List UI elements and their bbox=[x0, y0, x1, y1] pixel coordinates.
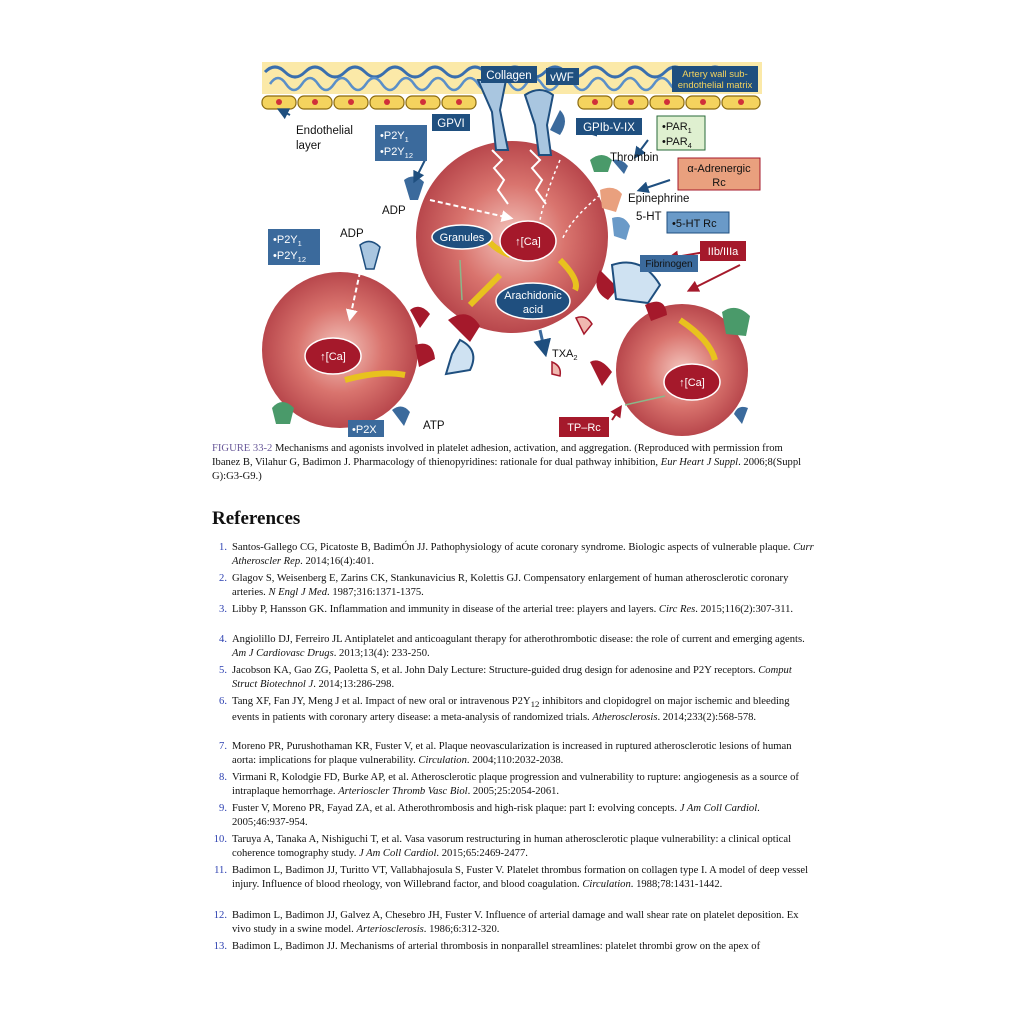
svg-text:Rc: Rc bbox=[712, 177, 726, 189]
receptors bbox=[272, 79, 750, 426]
reference-number[interactable]: 13. bbox=[213, 940, 227, 952]
reference-number[interactable]: 11. bbox=[214, 864, 227, 876]
reference-item: 11.Badimon L, Badimon JJ, Turitto VT, Va… bbox=[212, 864, 816, 910]
reference-item: 8.Virmani R, Kolodgie FD, Burke AP, et a… bbox=[212, 771, 816, 802]
reference-list: 1.Santos-Gallego CG, Picatoste B, BadimÓ… bbox=[212, 541, 816, 971]
svg-text:α-Adrenergic: α-Adrenergic bbox=[687, 163, 751, 175]
reference-number[interactable]: 7. bbox=[219, 741, 227, 753]
svg-text:↑[Ca]: ↑[Ca] bbox=[679, 377, 705, 389]
reference-item: 5.Jacobson KA, Gao ZG, Paoletta S, et al… bbox=[212, 664, 816, 695]
adp-label-top: ADP bbox=[382, 205, 406, 217]
ca-main-label: ↑[Ca] bbox=[499, 220, 557, 262]
txa2-label: TXA2 bbox=[552, 348, 578, 362]
caption-tail: . 2006;8(Suppl G):G3-G9.) bbox=[212, 457, 802, 482]
reference-number[interactable]: 6. bbox=[219, 695, 227, 707]
gpib-label: GPIb-V-IX bbox=[576, 118, 642, 135]
reference-item: 4.Angiolillo DJ, Ferreiro JL Antiplatele… bbox=[212, 633, 816, 664]
svg-text:GPVI: GPVI bbox=[437, 118, 464, 130]
five-ht-label: 5-HT bbox=[636, 211, 662, 223]
svg-text:Endothelial: Endothelial bbox=[296, 125, 353, 137]
reference-item: 6.Tang XF, Fan JY, Meng J et al. Impact … bbox=[212, 695, 816, 741]
fibrinogen-label: Fibrinogen bbox=[640, 255, 698, 272]
five-ht-rc-label: •5-HT Rc bbox=[666, 211, 730, 234]
svg-text:ADP: ADP bbox=[340, 228, 364, 240]
svg-text:↑[Ca]: ↑[Ca] bbox=[515, 236, 541, 248]
thrombin-label: Thrombin bbox=[610, 152, 659, 164]
ca-left-label: ↑[Ca] bbox=[304, 337, 362, 375]
reference-item: 12.Badimon L, Badimon JJ, Galvez A, Ches… bbox=[212, 909, 816, 940]
reference-item: 1.Santos-Gallego CG, Picatoste B, BadimÓ… bbox=[212, 541, 816, 572]
svg-text:GPIb-V-IX: GPIb-V-IX bbox=[583, 122, 635, 134]
svg-text:acid: acid bbox=[523, 304, 543, 316]
reference-number[interactable]: 3. bbox=[219, 603, 227, 615]
iib-iiia-label: IIb/IIIa bbox=[700, 241, 746, 261]
reference-item: 10.Taruya A, Tanaka A, Nishiguchi T, et … bbox=[212, 833, 816, 864]
svg-text:Thrombin: Thrombin bbox=[610, 152, 659, 164]
endothelial-label: Endothelial layer bbox=[296, 125, 353, 152]
svg-text:Fibrinogen: Fibrinogen bbox=[645, 259, 692, 270]
svg-text:TXA2: TXA2 bbox=[552, 348, 578, 362]
adp-label-left: ADP bbox=[340, 228, 364, 240]
reference-number[interactable]: 1. bbox=[219, 542, 227, 553]
atp-label: ATP bbox=[423, 420, 445, 432]
svg-text:Arachidonic: Arachidonic bbox=[504, 290, 562, 302]
reference-number[interactable]: 4. bbox=[219, 634, 227, 646]
reference-number[interactable]: 2. bbox=[219, 572, 227, 584]
vwf-label: vWF bbox=[546, 68, 579, 85]
figure-number: FIGURE 33-2 bbox=[212, 443, 273, 454]
references-heading: References bbox=[212, 508, 301, 529]
caption-text: Mechanisms and agonists involved in plat… bbox=[212, 443, 783, 468]
platelet-mechanism-figure: Collagen vWF Artery wall sub- endothelia… bbox=[261, 62, 762, 437]
p2y-top-label: •P2Y1 •P2Y12 bbox=[375, 125, 427, 161]
svg-text:5-HT: 5-HT bbox=[636, 211, 662, 223]
svg-text:vWF: vWF bbox=[550, 72, 574, 84]
p2y-left-label: •P2Y1 •P2Y12 bbox=[268, 229, 320, 265]
reference-item: 7.Moreno PR, Purushothaman KR, Fuster V,… bbox=[212, 740, 816, 771]
arachidonic-acid-label: Arachidonic acid bbox=[495, 282, 571, 320]
svg-text:•P2Y1: •P2Y1 bbox=[380, 130, 409, 144]
svg-text:Artery wall sub-: Artery wall sub- bbox=[682, 69, 747, 80]
svg-text:•PAR4: •PAR4 bbox=[662, 136, 692, 150]
alpha-adrenergic-label: α-Adrenergic Rc bbox=[677, 157, 761, 191]
svg-text:ATP: ATP bbox=[423, 420, 445, 432]
svg-text:Granules: Granules bbox=[440, 232, 485, 244]
svg-text:IIb/IIIa: IIb/IIIa bbox=[708, 246, 739, 258]
reference-number[interactable]: 8. bbox=[219, 772, 227, 784]
svg-text:•P2Y12: •P2Y12 bbox=[273, 250, 306, 264]
svg-text:endothelial matrix: endothelial matrix bbox=[678, 80, 753, 91]
reference-number[interactable]: 10. bbox=[213, 833, 227, 845]
par-label: •PAR1 •PAR4 bbox=[656, 115, 706, 151]
reference-item: 3.Libby P, Hansson GK. Inflammation and … bbox=[212, 603, 816, 634]
tp-rc-label: TP–Rc bbox=[559, 417, 609, 437]
p2x-label: •P2X bbox=[348, 420, 384, 437]
svg-text:•P2Y12: •P2Y12 bbox=[380, 146, 413, 160]
reference-item: 9.Fuster V, Moreno PR, Fayad ZA, et al. … bbox=[212, 802, 816, 833]
endothelial-cells bbox=[261, 95, 761, 110]
reference-item: 13.Badimon L, Badimon JJ. Mechanisms of … bbox=[212, 940, 816, 971]
ca-right-label: ↑[Ca] bbox=[663, 363, 721, 401]
svg-text:ADP: ADP bbox=[382, 205, 406, 217]
svg-text:•5-HT Rc: •5-HT Rc bbox=[672, 218, 717, 230]
artery-wall-label: Artery wall sub- endothelial matrix bbox=[672, 66, 758, 92]
svg-text:Epinephrine: Epinephrine bbox=[628, 193, 689, 205]
reference-number[interactable]: 5. bbox=[219, 665, 227, 677]
svg-text:•PAR1: •PAR1 bbox=[662, 121, 692, 135]
reference-item: 2.Glagov S, Weisenberg E, Zarins CK, Sta… bbox=[212, 572, 816, 603]
reference-number[interactable]: 9. bbox=[219, 803, 227, 815]
reference-number[interactable]: 12. bbox=[213, 910, 227, 922]
figure-caption: FIGURE 33-2 Mechanisms and agonists invo… bbox=[212, 442, 812, 484]
caption-journal: Eur Heart J Suppl bbox=[660, 457, 739, 468]
gpvi-label: GPVI bbox=[432, 114, 470, 131]
svg-text:Collagen: Collagen bbox=[486, 70, 531, 82]
epinephrine-label: Epinephrine bbox=[628, 193, 689, 205]
svg-text:•P2X: •P2X bbox=[352, 424, 377, 436]
svg-text:layer: layer bbox=[296, 140, 321, 152]
svg-text:↑[Ca]: ↑[Ca] bbox=[320, 351, 346, 363]
collagen-label: Collagen bbox=[481, 66, 537, 83]
granules-label: Granules bbox=[431, 224, 493, 250]
svg-text:TP–Rc: TP–Rc bbox=[567, 422, 601, 434]
svg-text:•P2Y1: •P2Y1 bbox=[273, 234, 302, 248]
